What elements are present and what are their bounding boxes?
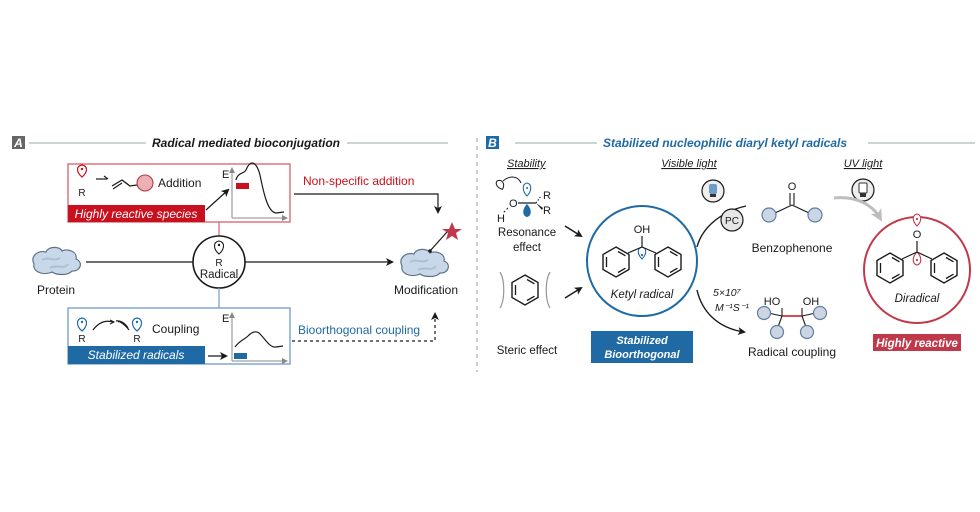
carbonyl-oxygen-label: O [788,181,797,193]
benzophenone-structure: O [761,181,823,223]
coupling-ho-label: HO [764,296,781,308]
protein-cloud-icon [31,246,82,276]
resonance-structure: O R R H [495,176,551,225]
hydroxyl-label: OH [634,224,651,236]
energy-axis-label: E [222,313,229,325]
uv-light-heading: UV light [844,158,883,170]
steric-benzene-icon [499,271,551,309]
diradical-structure: O [876,213,958,284]
resonance-label: Resonance [498,227,556,239]
addition-label: Addition [158,176,201,190]
pinacol-structure: HO OH [756,296,828,340]
r1-label: R [543,190,551,202]
stabilized-radicals-banner-label: Stabilized radicals [88,348,185,362]
visible-light-bulb-icon [701,179,725,203]
non-specific-label: Non-specific addition [303,174,414,188]
hydrogen-label: H [497,213,505,225]
resonance-label-2: effect [513,242,542,254]
radical-coupling-label: Radical coupling [748,345,836,359]
energy-axis-label: E [222,169,229,181]
coupling-label: Coupling [152,322,199,336]
radical-label: Radical [200,269,238,281]
benzophenone-label: Benzophenone [752,241,833,255]
uv-excitation-arrow [833,196,882,222]
radical-r-label: R [215,258,222,269]
radical-orbital-icon [76,164,88,178]
highly-reactive-badge-label: Highly reactive [876,338,958,350]
highly-reactive-box: R Addition Highly reactive species E [67,162,291,223]
photocatalysis-arc [696,205,747,248]
panel-b: B Stabilized nucleophilic diaryl ketyl r… [486,136,975,363]
stabilized-radicals-box: R R Coupling Stabilized radicals E [67,307,291,365]
bioorthogonal-badge-label: Bioorthogonal [604,349,680,361]
coupling-arrow [696,289,746,336]
label-star-icon [442,222,462,240]
panel-a: A Radical mediated bioconjugation R Addi… [12,136,462,365]
ketyl-radical-circle [586,205,698,317]
stabilized-radicals-banner [68,346,205,364]
highly-reactive-banner-label: Highly reactive species [75,207,198,221]
highly-reactive-badge [873,334,961,351]
visible-light-heading: Visible light [661,158,717,170]
steric-label: Steric effect [497,345,558,357]
panel-b-title: Stabilized nucleophilic diaryl ketyl rad… [603,136,847,150]
r2-label: R [543,205,551,217]
coupling-oh-label: OH [803,296,820,308]
r-label-2: R [133,334,140,345]
modified-protein-cloud-icon [399,248,450,278]
energy-diagram-high: E [222,162,288,221]
rate-units-label: M⁻¹S⁻¹ [715,302,749,314]
radical-orbital-icon [76,317,88,332]
highly-reactive-banner [68,205,205,222]
ketyl-structure: OH [602,224,682,278]
radical-orbital-icon [213,240,225,255]
bioorthogonal-label: Bioorthogonal coupling [298,323,420,337]
modification-label: Modification [394,283,458,297]
stabilized-label: Stabilized [616,335,668,347]
stabilized-bioorthogonal-badge [591,331,693,363]
barrier-marker [234,353,247,359]
substrate-ball-icon [136,174,154,192]
ketyl-radical-label: Ketyl radical [611,289,674,301]
panel-a-title: Radical mediated bioconjugation [152,136,340,150]
fishhook-arrow-icon [92,320,114,331]
r-label: R [78,188,85,199]
panel-a-letter-badge [12,136,25,149]
non-specific-arrow [294,193,442,214]
alkene-icon [111,179,138,187]
photocatalyst-label: PC [725,216,739,227]
protein-label: Protein [37,283,75,297]
rate-constant-label: 5×10⁷ [713,287,742,299]
panel-b-letter-badge [486,136,499,149]
energy-diagram-low: E [222,312,288,364]
radical-orbital-icon [131,317,143,332]
panel-b-letter: B [488,136,497,150]
stability-heading: Stability [507,158,547,170]
pc-circle [720,208,744,232]
r-label-1: R [78,334,85,345]
diradical-label: Diradical [895,293,940,305]
uv-lamp-icon [851,178,875,202]
diradical-oxygen-label: O [913,229,922,241]
panel-a-letter: A [13,136,23,150]
barrier-marker [236,183,249,189]
oxygen-label: O [509,198,518,210]
